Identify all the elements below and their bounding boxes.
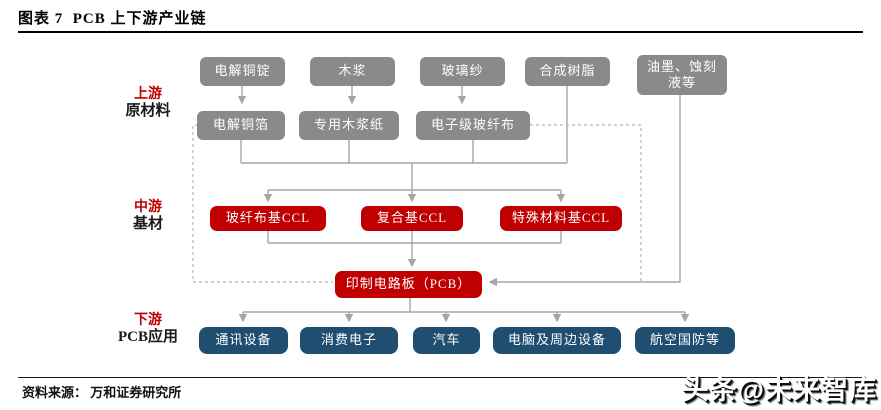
node-synthetic-resin: 合成树脂: [525, 57, 610, 86]
node-computer-peripherals: 电脑及周边设备: [493, 327, 621, 354]
node-aerospace-defense: 航空国防等: [635, 327, 735, 354]
node-special-wood-pulp-paper: 专用木浆纸: [299, 111, 399, 140]
stage-downstream-tier: 下游: [134, 313, 162, 328]
watermark: 头条@未来智库: [681, 375, 877, 405]
bottom-divider: [18, 377, 863, 378]
node-ink-etchant: 油墨、蚀刻液等: [637, 55, 727, 95]
stage-downstream-label: PCB应用: [117, 329, 178, 346]
node-automotive: 汽车: [413, 327, 480, 354]
node-electronic-glass-fabric: 电子级玻纤布: [416, 111, 530, 140]
node-wood-pulp: 木浆: [310, 57, 395, 86]
node-glass-fabric-ccl: 玻纤布基CCL: [210, 206, 326, 231]
stage-upstream-tier: 上游: [134, 87, 162, 102]
node-electrolytic-copper-ingot: 电解铜锭: [200, 57, 285, 86]
node-electrolytic-copper-foil: 电解铜箔: [197, 111, 285, 140]
stage-upstream: 上游 原材料: [104, 87, 192, 120]
node-communication-equipment: 通讯设备: [199, 327, 288, 354]
node-glass-yarn: 玻璃纱: [420, 57, 505, 86]
stage-downstream: 下游 PCB应用: [104, 313, 192, 346]
figure-title: 图表 7 PCB 上下游产业链: [18, 11, 207, 27]
node-pcb: 印制电路板（PCB）: [335, 271, 482, 298]
source-note: 资料来源： 万和证券研究所: [22, 385, 182, 400]
stage-midstream: 中游 基材: [104, 200, 192, 233]
node-composite-ccl: 复合基CCL: [361, 206, 463, 231]
top-divider: [18, 31, 863, 33]
stage-midstream-tier: 中游: [134, 200, 162, 215]
stage-upstream-label: 原材料: [125, 103, 171, 120]
stage-midstream-label: 基材: [132, 216, 163, 233]
node-special-material-ccl: 特殊材料基CCL: [500, 206, 622, 231]
node-consumer-electronics: 消费电子: [300, 327, 398, 354]
